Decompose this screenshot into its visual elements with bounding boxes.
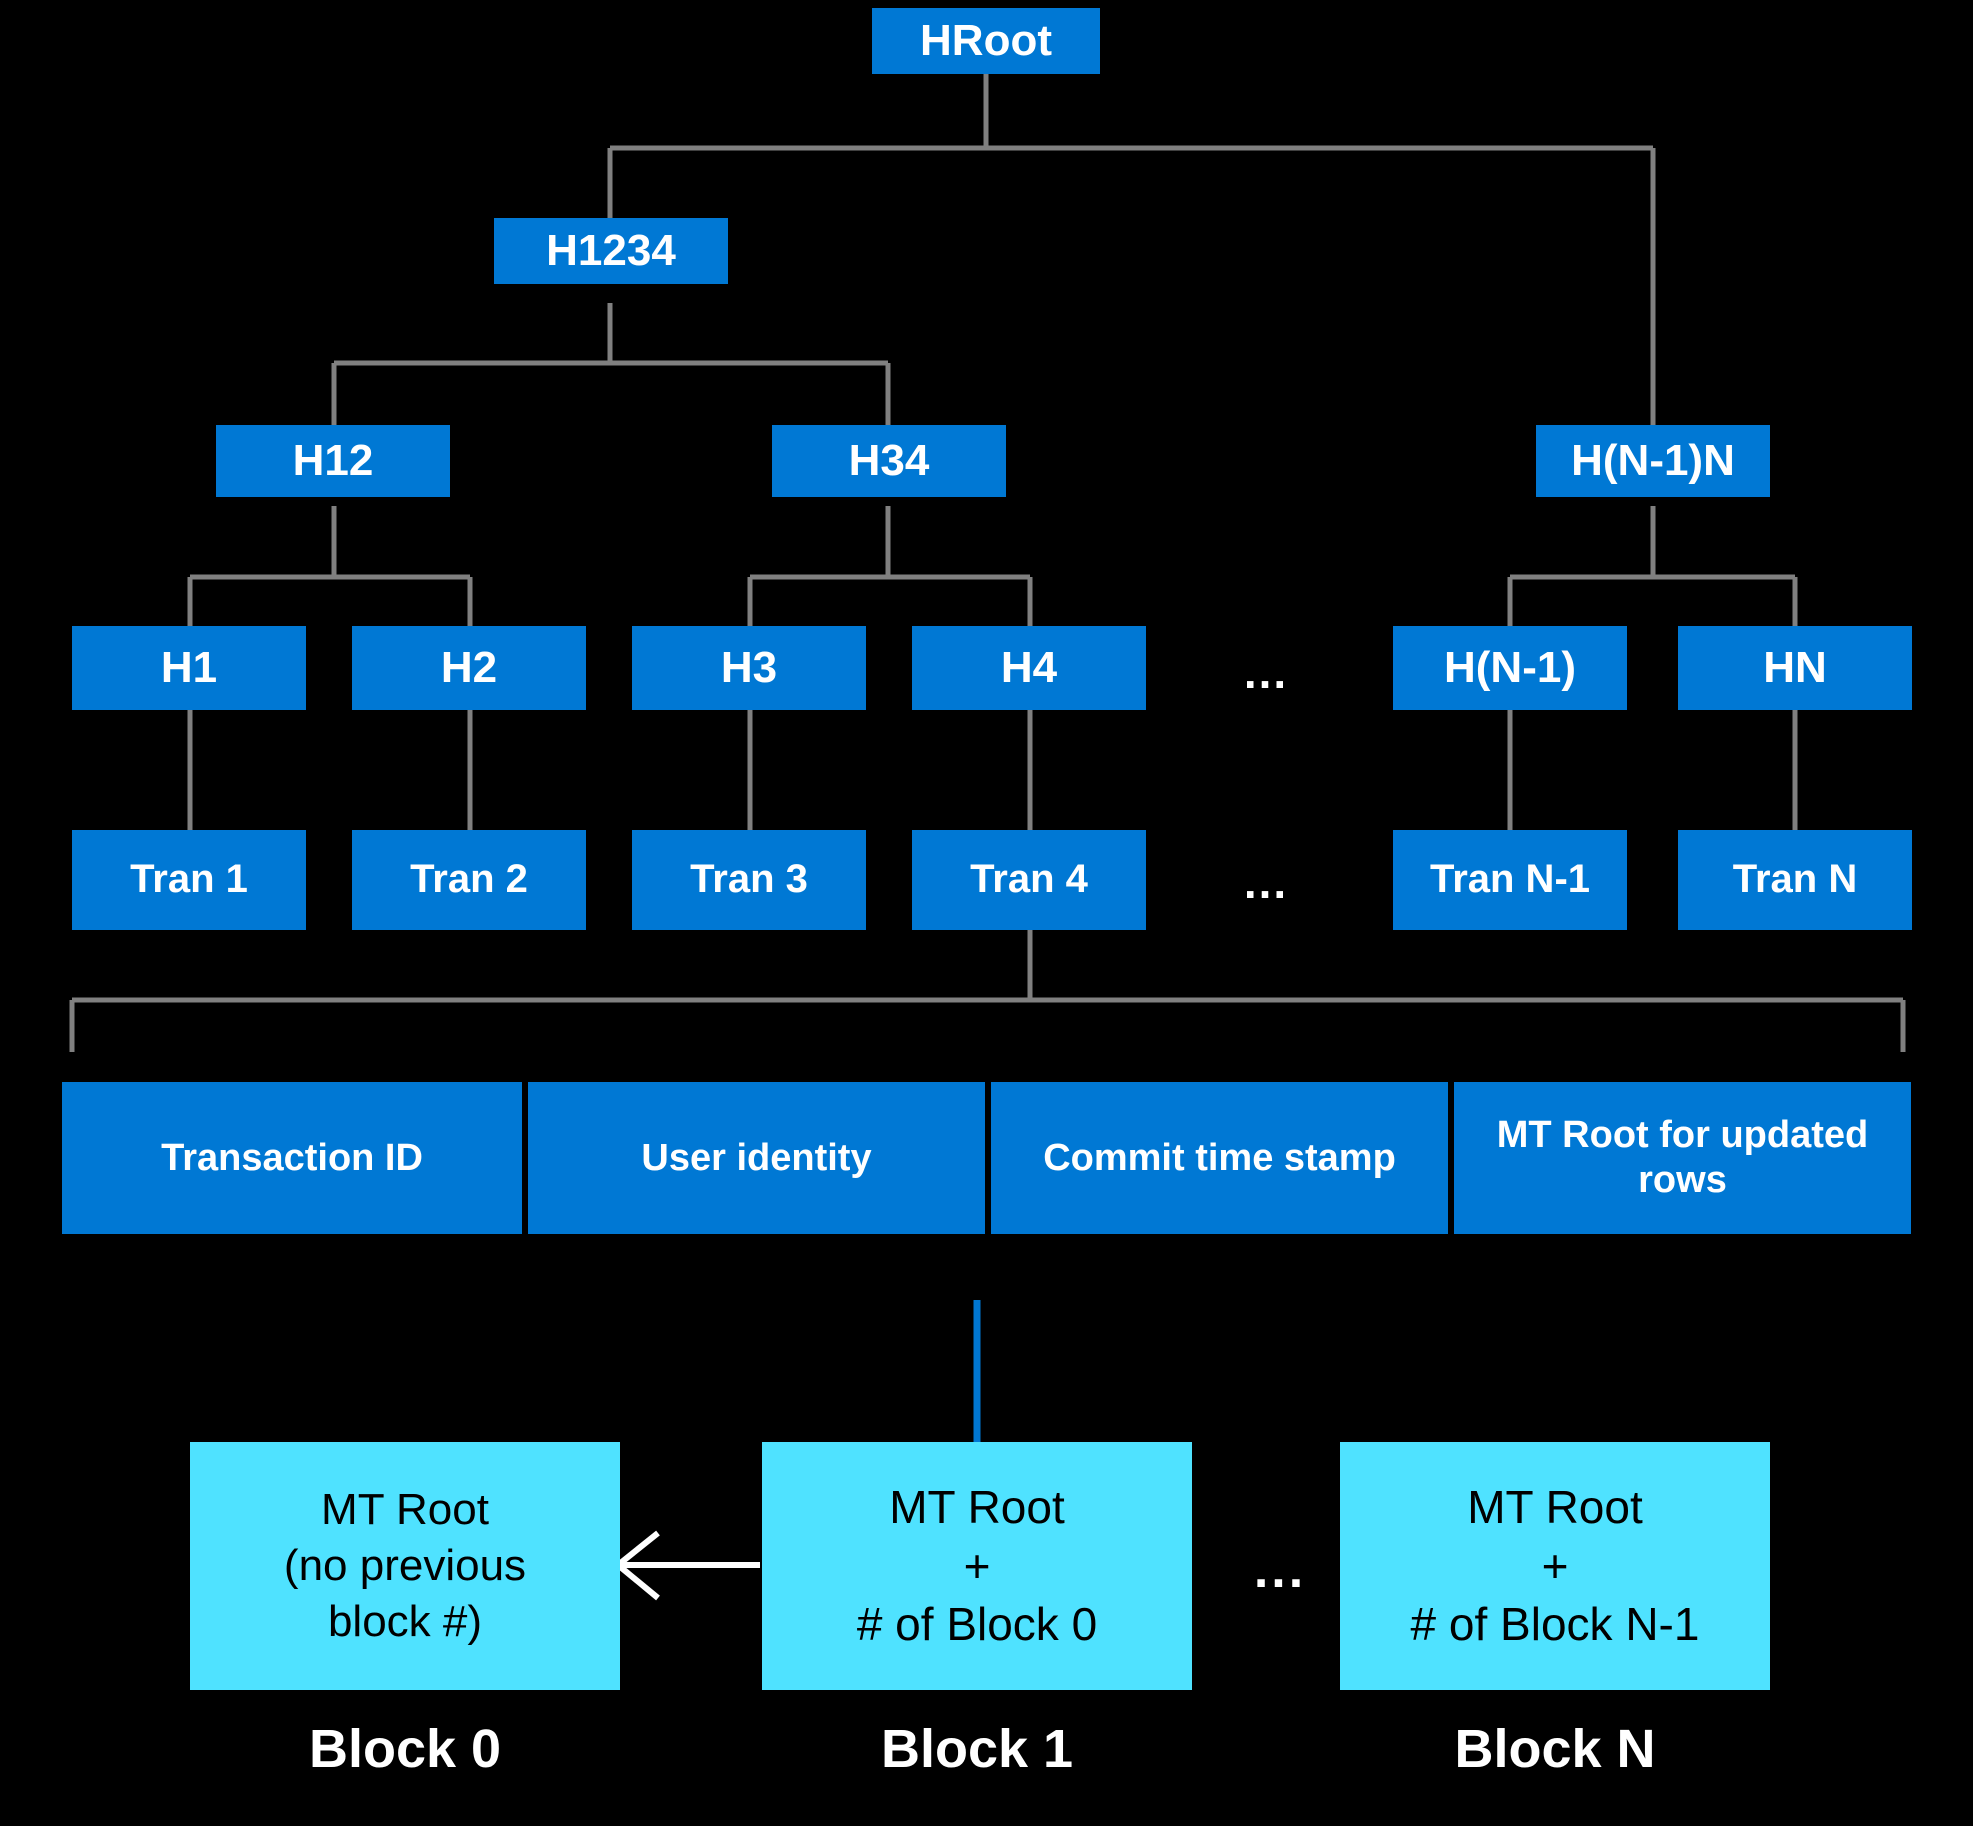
node-label: Tran 1 xyxy=(130,857,248,902)
block-line-1: MT Root xyxy=(889,1480,1065,1533)
block-1[interactable]: MT Root + # of Block 0 xyxy=(762,1442,1192,1690)
block-line-2: + xyxy=(1541,1539,1569,1592)
node-tran-2[interactable]: Tran 2 xyxy=(352,830,586,930)
node-label: Tran N-1 xyxy=(1429,857,1591,902)
node-h1234[interactable]: H1234 xyxy=(494,218,728,284)
node-tran-3[interactable]: Tran 3 xyxy=(632,830,866,930)
node-label: H1 xyxy=(160,643,218,693)
node-label: HN xyxy=(1763,643,1827,693)
node-label: H1234 xyxy=(546,226,676,276)
node-label: H(N-1)N xyxy=(1571,436,1735,486)
block-line-1: MT Root xyxy=(321,1484,489,1534)
node-label: Tran 3 xyxy=(690,857,808,902)
block-1-caption: Block 1 xyxy=(880,1719,1074,1779)
node-label: Tran 2 xyxy=(410,857,528,902)
block-n[interactable]: MT Root + # of Block N-1 xyxy=(1340,1442,1770,1690)
block-0-caption: Block 0 xyxy=(308,1719,502,1779)
node-hn[interactable]: HN xyxy=(1678,626,1912,710)
cell-label: Transaction ID xyxy=(161,1136,423,1179)
block-line-2: + xyxy=(963,1539,991,1592)
node-label: Tran 4 xyxy=(970,857,1088,902)
node-label: HRoot xyxy=(920,16,1052,66)
record-cell-commit-time-stamp[interactable]: Commit time stamp xyxy=(991,1082,1448,1234)
cell-label: MT Root for updated rows xyxy=(1496,1114,1869,1201)
block-line-3: # of Block N-1 xyxy=(1410,1598,1700,1651)
node-label: H(N-1) xyxy=(1444,643,1576,693)
node-label: H12 xyxy=(292,436,374,486)
record-cell-user-identity[interactable]: User identity xyxy=(528,1082,985,1234)
node-h1[interactable]: H1 xyxy=(72,626,306,710)
tran-row-ellipsis: ... xyxy=(1243,856,1289,908)
node-tran-n-1[interactable]: Tran N-1 xyxy=(1393,830,1627,930)
node-hn-1[interactable]: H(N-1) xyxy=(1393,626,1627,710)
block-line-2: (no previous xyxy=(283,1540,527,1590)
block-line-1: MT Root xyxy=(1467,1480,1643,1533)
node-h4[interactable]: H4 xyxy=(912,626,1146,710)
record-cell-mt-root-updated-rows[interactable]: MT Root for updated rows xyxy=(1454,1082,1911,1234)
block-line-3: # of Block 0 xyxy=(856,1598,1098,1651)
cell-label: Commit time stamp xyxy=(1043,1136,1396,1179)
node-label: H34 xyxy=(848,436,930,486)
block-n-caption: Block N xyxy=(1454,1719,1656,1779)
node-h34[interactable]: H34 xyxy=(772,425,1006,497)
node-hn1n[interactable]: H(N-1)N xyxy=(1536,425,1770,497)
blockchain-ellipsis: ... xyxy=(1253,1541,1307,1599)
hash-row-ellipsis: ... xyxy=(1243,646,1289,698)
node-tran-1[interactable]: Tran 1 xyxy=(72,830,306,930)
node-h12[interactable]: H12 xyxy=(216,425,450,497)
node-label: Tran N xyxy=(1732,857,1858,902)
node-h2[interactable]: H2 xyxy=(352,626,586,710)
node-tran-4[interactable]: Tran 4 xyxy=(912,830,1146,930)
node-label: H4 xyxy=(1000,643,1058,693)
block-0[interactable]: MT Root (no previous block #) xyxy=(190,1442,620,1690)
node-label: H3 xyxy=(720,643,778,693)
node-label: H2 xyxy=(440,643,498,693)
node-hroot[interactable]: HRoot xyxy=(872,8,1100,74)
cell-label: User identity xyxy=(641,1136,872,1179)
record-cell-transaction-id[interactable]: Transaction ID xyxy=(62,1082,522,1234)
node-h3[interactable]: H3 xyxy=(632,626,866,710)
node-tran-n[interactable]: Tran N xyxy=(1678,830,1912,930)
block-line-3: block #) xyxy=(327,1597,483,1647)
